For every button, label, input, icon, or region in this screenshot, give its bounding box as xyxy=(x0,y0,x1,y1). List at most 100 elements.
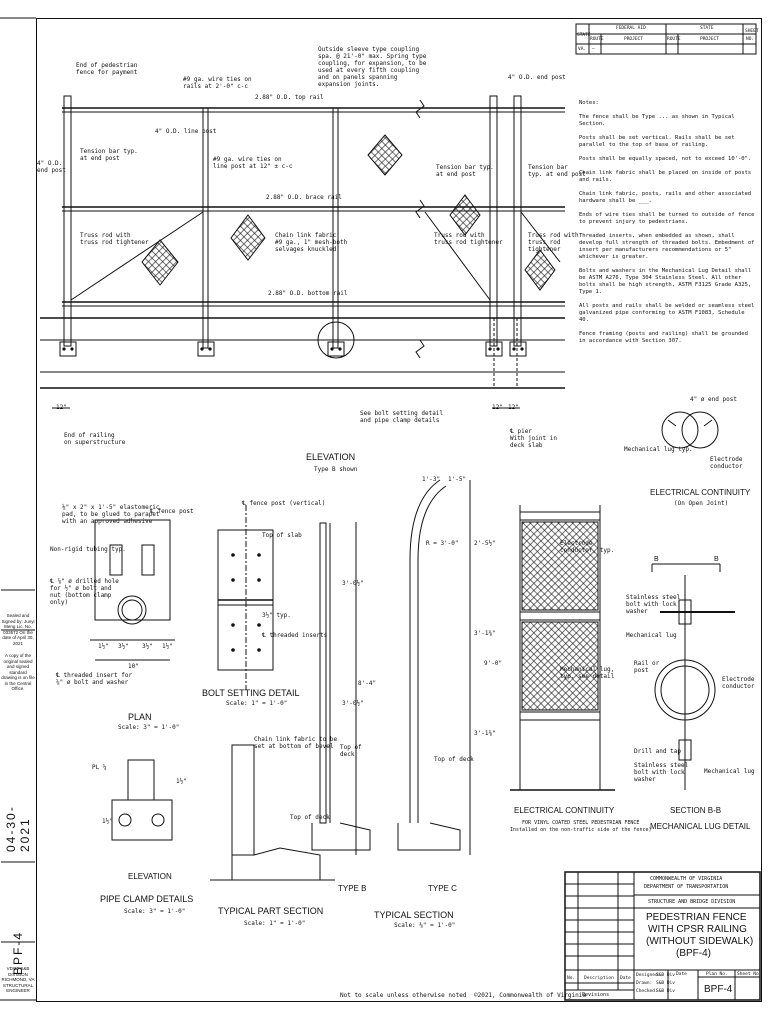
typical-scale: Scale: ⅜" = 1'-0" xyxy=(394,922,456,929)
typical-dim-6: 9'-0" xyxy=(484,660,503,667)
header-state: STATE xyxy=(700,26,714,31)
note-item: Ends of wire ties shall be turned to out… xyxy=(579,212,755,225)
label-line-post: 4" O.D. line post xyxy=(155,128,217,135)
header-route-2: ROUTE xyxy=(667,37,681,42)
plan-dim-2: 3½" xyxy=(118,643,129,650)
pipe-dim-1: 1½" xyxy=(102,818,113,825)
label-end-post-top: 4" O.D. end post xyxy=(508,74,566,81)
elec2-post: 4" ø end post xyxy=(690,396,737,403)
typical-deck-b: Top of deck xyxy=(340,744,362,758)
label-end-post-left: 4" O.D. end post xyxy=(37,160,66,174)
footer-scale: Not to scale unless otherwise noted xyxy=(340,992,467,999)
notes-block: Notes: The fence shall be Type ... as sh… xyxy=(579,100,755,352)
label-tension-right: Tension bar typ. at end post xyxy=(528,164,586,178)
label-truss-left: Truss rod with truss rod tightener xyxy=(80,232,149,246)
bolt-slab: Top of slab xyxy=(262,532,302,539)
label-pier: ℄ pier With joint in deck slab xyxy=(510,428,557,449)
tb-division: STRUCTURE AND BRIDGE DIVISION xyxy=(648,899,736,905)
tb-code: BPF-4 xyxy=(704,984,733,995)
pipe-dim-2: 1½" xyxy=(176,778,187,785)
bolt-inserts: ℄ threaded inserts xyxy=(262,632,328,639)
label-tension-end: Tension bar typ. at end post xyxy=(80,148,138,162)
note-item: Bolts and washers in the Mechanical Lug … xyxy=(579,268,752,295)
tb-title1: PEDESTRIAN FENCE xyxy=(646,912,747,923)
part-deck: Top of deck xyxy=(290,814,330,821)
bolt-post: ℄ fence post (vertical) xyxy=(242,500,326,507)
lug-drill: Drill and tap xyxy=(634,748,681,755)
pipe-elevation: ELEVATION xyxy=(128,872,172,881)
elec2-title: ELECTRICAL CONTINUITY xyxy=(650,488,751,497)
bolt-scale: Scale: 1" = 1'-0" xyxy=(226,700,288,707)
lug-bolt: Stainless steel bolt with lock washer xyxy=(626,594,681,615)
note-item: The fence shall be Type ... as shown in … xyxy=(579,114,735,127)
label-wire-rails: #9 ga. wire ties on rails at 2'-0" c-c xyxy=(183,76,252,90)
tb-drawn: Drawn: xyxy=(636,981,653,986)
label-see-bolt: See bolt setting detail and pipe clamp d… xyxy=(360,410,444,424)
header-state-label: STATE xyxy=(577,33,591,38)
typical-type-b: TYPE B xyxy=(338,884,367,893)
plan-scale: Scale: 3" = 1'-0" xyxy=(118,724,180,731)
typical-deck-c: Top of deck xyxy=(434,756,474,763)
plan-dim-4: 1½" xyxy=(162,643,173,650)
label-bottom-rail: 2.88" O.D. bottom rail xyxy=(268,290,348,297)
typical-radius: R = 3'-0" xyxy=(426,540,459,547)
tb-checked: Checked: xyxy=(636,989,658,994)
plan-title: PLAN xyxy=(128,712,152,722)
note-item: All posts and rails shall be welded or s… xyxy=(579,303,755,323)
note-item: Posts shall be set vertical. Rails shall… xyxy=(579,135,735,148)
tb-designed: Designed: xyxy=(636,973,661,978)
tb-plan-no: Plan No. xyxy=(706,972,728,977)
bolt-title: BOLT SETTING DETAIL xyxy=(202,688,300,698)
header-dash: — xyxy=(592,47,595,52)
typical-dim-4: 2'-5½" xyxy=(474,540,496,547)
header-state-value: VA. xyxy=(578,47,587,52)
tb-s2: S&B Div xyxy=(656,981,675,986)
label-end-fence: End of pedestrian fence for payment xyxy=(76,62,138,76)
tb-title2: WITH CPSR RAILING xyxy=(648,924,747,935)
bolt-typ: 3½" typ. xyxy=(262,612,291,619)
typical-dim-1: 3'-0½" xyxy=(342,580,364,587)
typical-dim-7: 3'-1⅜" xyxy=(474,730,496,737)
pipe-scale: Scale: 3" = 1'-0" xyxy=(124,908,186,915)
plan-dim-5: 10" xyxy=(128,663,139,670)
dim-12-b: 12" xyxy=(492,404,503,411)
lug-bolt2: Stainless steel bolt with lock washer xyxy=(634,762,689,783)
header-federal-aid: FEDERAL AID xyxy=(616,26,646,31)
lug-mech: Mechanical lug xyxy=(626,632,677,639)
stamp-copy: A copy of the original sealed and signed… xyxy=(1,653,35,691)
elevation-subtitle: Type B shown xyxy=(314,466,358,473)
plan-pad: ⅛" x 2" x 1'-5" elastomeric pad, to be g… xyxy=(62,504,160,525)
pipe-title: PIPE CLAMP DETAILS xyxy=(100,894,194,904)
notes-heading: Notes: xyxy=(579,100,599,106)
label-sleeve: Outside sleeve type coupling spa. @ 21'-… xyxy=(318,46,427,88)
part-title: TYPICAL PART SECTION xyxy=(218,906,324,916)
label-chain-fabric: Chain link fabric #9 ga., 1" mesh-both s… xyxy=(275,232,348,253)
plan-fence-post: ℄ fence post xyxy=(150,508,194,515)
tb-sheet-no: Sheet No. xyxy=(737,972,762,977)
elec2-sub: (On Open Joint) xyxy=(674,500,729,507)
typical-type-c: TYPE C xyxy=(428,884,457,893)
plan-tubing: Non-rigid tubing typ. xyxy=(50,546,126,553)
elec2-lug: Mechanical lug typ. xyxy=(624,446,693,453)
label-brace-rail: 2.88" O.D. brace rail xyxy=(266,194,342,201)
label-tension-mid: Tension bar typ. at end post xyxy=(436,164,494,178)
plan-insert: ℄ threaded insert for ⅝" ø bolt and wash… xyxy=(56,672,133,686)
label-truss-mid: Truss rod with truss rod tightener xyxy=(434,232,503,246)
lug-rail: Rail or post xyxy=(634,660,660,674)
elevation-title: ELEVATION xyxy=(306,452,356,462)
part-fabric: Chain link fabric to be set at bottom of… xyxy=(254,736,338,750)
typical-dim-5: 3'-1⅜" xyxy=(474,630,496,637)
label-end-railing: End of railing on superstructure xyxy=(64,432,126,446)
stamp-sealed: Sealed and Signed by: Junyi Meng Lic. No… xyxy=(1,613,35,646)
lug-mech2: Mechanical lug xyxy=(704,768,755,775)
drawing-sheet xyxy=(36,18,762,1002)
plan-dim-3: 3½" xyxy=(142,643,153,650)
note-item: Posts shall be equally spaced, not to ex… xyxy=(579,156,752,162)
tb-desc: Description xyxy=(584,976,614,981)
lug-b-right: B xyxy=(714,556,719,563)
note-item: Chain link fabric shall be placed on ins… xyxy=(579,170,752,183)
tb-s1: S&B Div xyxy=(656,973,675,978)
typical-dim-8: 1'-3" xyxy=(422,476,441,483)
lug-cond: Electrode conductor xyxy=(722,676,755,690)
elec-lug: Mechanical lug, typ. see detail xyxy=(560,666,615,680)
